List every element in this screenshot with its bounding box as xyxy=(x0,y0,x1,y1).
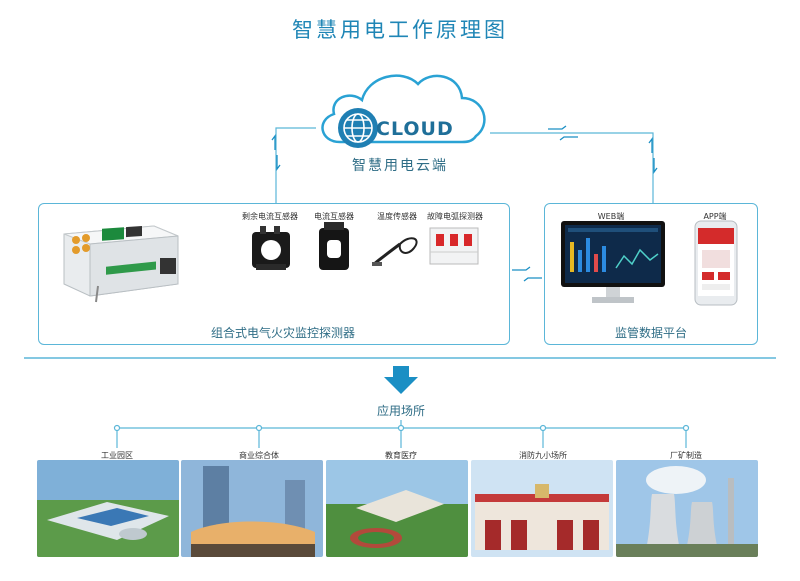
detector-device-image xyxy=(63,225,179,303)
application-caption-factory-mining: 厂矿制造 xyxy=(670,451,702,460)
commercial-complex-image xyxy=(181,460,323,557)
web-monitor-icon xyxy=(561,221,665,303)
sensor-label-temperature: 温度传感器 xyxy=(377,212,417,221)
temperature-sensor-icon xyxy=(372,237,418,266)
sensor-label-current: 电流互感器 xyxy=(314,212,354,221)
sensor-label-arc-fault: 故障电弧探测器 xyxy=(427,212,483,221)
application-caption-industrial-park: 工业园区 xyxy=(101,451,133,460)
application-caption-small-venues: 消防九小场所 xyxy=(519,451,567,460)
detector-label: 组合式电气火灾监控探测器 xyxy=(210,326,355,340)
cloud-icon xyxy=(321,74,486,148)
cloud-logo-text: CLOUD xyxy=(376,118,454,140)
app-label: APP端 xyxy=(703,212,727,221)
small-venues-image xyxy=(471,460,613,557)
applications-label: 应用场所 xyxy=(376,404,425,418)
arc-fault-detector-icon xyxy=(429,227,479,265)
application-caption-education-medical: 教育医疗 xyxy=(385,451,417,460)
cloud-label: 智慧用电云端 xyxy=(352,158,448,174)
web-label: WEB端 xyxy=(597,212,625,221)
factory-mining-image xyxy=(616,460,758,557)
application-caption-commercial-complex: 商业综合体 xyxy=(239,451,279,460)
residual-current-transformer-icon xyxy=(252,226,290,270)
current-transformer-icon xyxy=(319,222,349,270)
industrial-park-image xyxy=(37,460,179,557)
sensor-label-residual-current: 剩余电流互感器 xyxy=(242,212,298,221)
mobile-app-icon xyxy=(694,220,738,306)
education-medical-image xyxy=(326,460,468,557)
page-title: 智慧用电工作原理图 xyxy=(292,18,508,42)
platform-label: 监管数据平台 xyxy=(614,326,687,340)
